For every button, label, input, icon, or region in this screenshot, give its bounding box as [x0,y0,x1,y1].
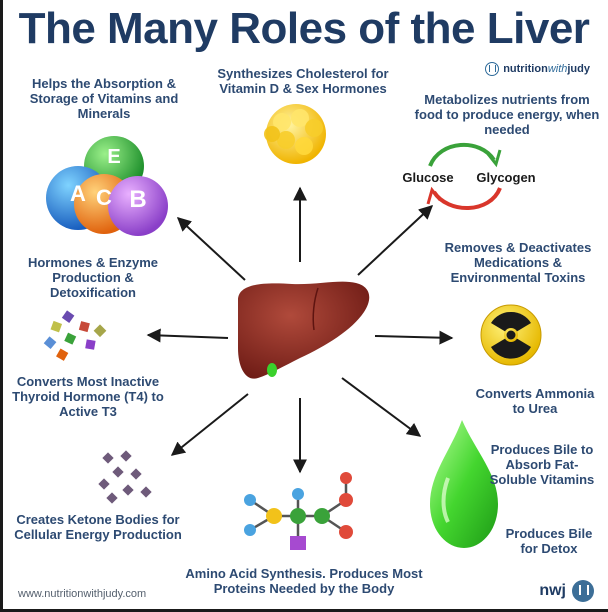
enzyme-cubes-icon [43,310,107,361]
footer-logo: nwj [539,580,594,602]
vitamin-b-letter: B [129,186,147,213]
page-title: The Many Roles of the Liver [18,4,590,53]
cholesterol-icon [264,104,326,164]
radiation-icon [480,304,542,366]
vitamin-c-letter: C [96,185,112,210]
label-ammonia: Converts Ammonia to Urea [475,386,595,416]
label-cholesterol: Synthesizes Cholesterol for Vitamin D & … [217,66,389,96]
label-thyroid: Converts Most Inactive Thyroid Hormone (… [12,374,164,419]
label-ketone: Creates Ketone Bodies for Cellular Energ… [14,512,182,542]
footer-logo-text: nwj [539,582,566,599]
bile-drop-icon [430,420,498,548]
label-amino: Amino Acid Synthesis. Produces Most Prot… [185,566,423,596]
vitamin-a-letter: A [70,181,86,206]
ketone-cubes-icon [98,450,152,504]
label-absorption: Helps the Absorption & Storage of Vitami… [29,76,179,121]
footer-url: www.nutritionwithjudy.com [18,588,147,600]
label-removes: Removes & Deactivates Medications & Envi… [444,240,592,285]
cycle-glucose-label: Glucose [402,170,454,185]
amino-acid-molecule-icon [244,472,353,550]
left-edge [0,0,3,612]
label-hormones: Hormones & Enzyme Production & Detoxific… [27,255,159,300]
arrow-to-absorption [176,217,246,281]
brand-name: nutritionwithjudy [503,63,590,75]
arrow-to-hormones [146,328,229,343]
arrows [146,186,454,474]
glucose-cycle-icon [426,143,502,210]
label-bile-detox: Produces Bile for Detox [505,526,593,556]
fork-logo-icon [485,62,500,76]
fork-logo-icon [572,580,594,602]
vitamin-b-ball [108,176,168,236]
cycle-glycogen-label: Glycogen [476,170,536,185]
label-metabolize: Metabolizes nutrients from food to produ… [414,92,600,137]
liver-icon [238,281,370,379]
arrow-to-removes [374,330,454,345]
arrow-to-metabolize [357,205,434,276]
arrow-to-ketone [170,393,249,456]
bottom-edge [0,609,608,612]
vitamin-e-letter: E [107,146,121,168]
vitamins-icon [46,136,168,236]
arrow-to-bile [341,377,422,437]
brand-logo: nutritionwithjudy [485,62,590,76]
label-bile-absorb: Produces Bile to Absorb Fat-Soluble Vita… [489,442,595,487]
